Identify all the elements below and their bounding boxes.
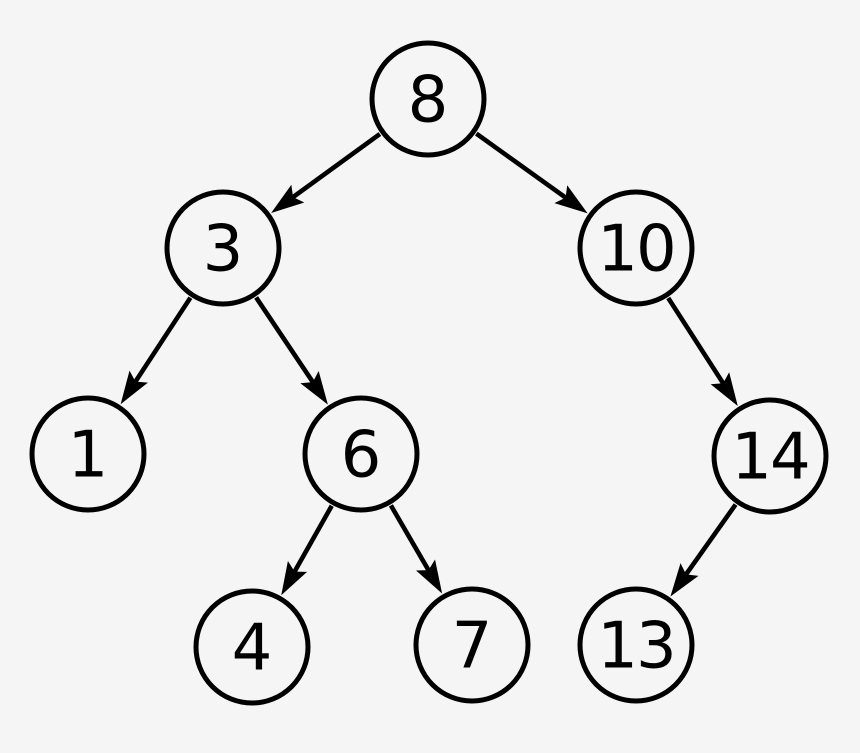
node-label: 4 xyxy=(232,612,273,686)
arrowhead-icon xyxy=(271,184,305,214)
edge-line-6-4 xyxy=(292,504,334,573)
node-circle xyxy=(711,397,829,515)
edge-line-3-6 xyxy=(254,296,315,384)
node-label: 14 xyxy=(731,421,808,495)
node-label: 3 xyxy=(203,213,244,287)
edge-6-4 xyxy=(281,504,334,596)
node-circle xyxy=(577,189,695,307)
arrowhead-icon xyxy=(300,371,328,405)
edge-6-7 xyxy=(388,504,443,594)
edge-line-8-10 xyxy=(475,131,567,200)
arrowhead-icon xyxy=(281,561,308,596)
arrowhead-icon xyxy=(416,559,443,594)
node-circle xyxy=(577,586,695,704)
edge-8-3 xyxy=(271,132,382,214)
tree-node-7: 7 xyxy=(413,586,531,704)
arrowhead-icon xyxy=(120,370,148,405)
arrowhead-icon xyxy=(670,563,699,597)
tree-node-1: 1 xyxy=(29,395,147,513)
edge-line-3-1 xyxy=(133,296,193,383)
node-circle xyxy=(164,189,282,307)
tree-node-4: 4 xyxy=(193,588,311,706)
node-circle xyxy=(413,586,531,704)
tree-node-8: 8 xyxy=(369,40,487,158)
node-label: 6 xyxy=(341,419,382,493)
node-label: 8 xyxy=(408,64,449,138)
tree-node-6: 6 xyxy=(302,395,420,513)
edge-line-14-13 xyxy=(684,503,738,576)
edge-3-1 xyxy=(120,296,193,405)
arrowhead-icon xyxy=(710,372,738,406)
tree-node-3: 3 xyxy=(164,189,282,307)
tree-node-10: 10 xyxy=(577,189,695,307)
tree-node-13: 13 xyxy=(577,586,695,704)
edge-3-6 xyxy=(254,296,328,405)
edge-line-8-3 xyxy=(291,132,382,199)
edge-10-14 xyxy=(666,296,738,406)
node-label: 10 xyxy=(597,213,674,287)
node-label: 7 xyxy=(452,610,493,684)
arrowhead-icon xyxy=(554,185,588,214)
node-label: 13 xyxy=(597,610,674,684)
edge-8-10 xyxy=(475,131,588,214)
edge-line-10-14 xyxy=(666,296,726,385)
node-circle xyxy=(302,395,420,513)
node-circle xyxy=(29,395,147,513)
edge-line-6-7 xyxy=(388,504,431,572)
node-circle xyxy=(369,40,487,158)
node-label: 1 xyxy=(68,419,109,493)
tree-node-14: 14 xyxy=(711,397,829,515)
edge-14-13 xyxy=(670,503,738,597)
node-circle xyxy=(193,588,311,706)
